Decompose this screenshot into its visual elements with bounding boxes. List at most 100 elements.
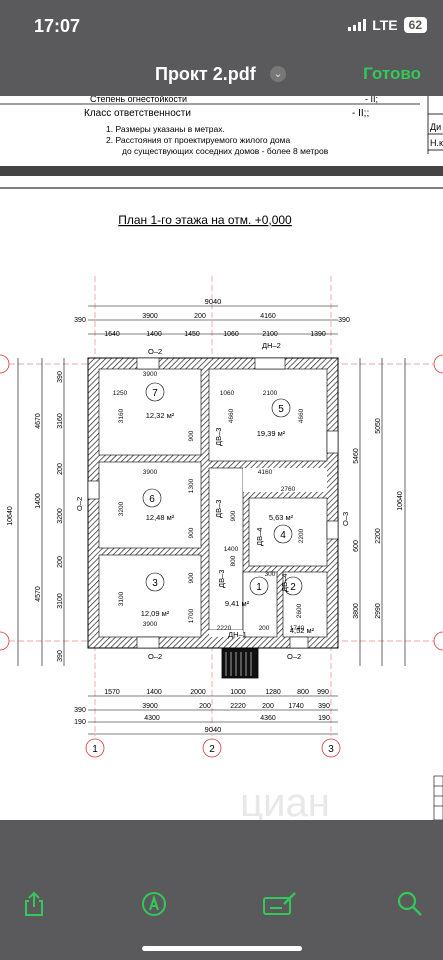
- svg-text:О–2: О–2: [148, 347, 162, 356]
- status-bar: 17:07 LTE 62: [0, 0, 443, 50]
- svg-text:4,52 м²: 4,52 м²: [290, 626, 315, 635]
- done-button[interactable]: Готово: [363, 64, 421, 83]
- search-icon[interactable]: [396, 890, 424, 918]
- svg-text:4360: 4360: [260, 715, 276, 722]
- svg-text:390: 390: [57, 371, 64, 383]
- pdf-page[interactable]: Степень огнестойкости - II; Класс ответс…: [0, 96, 443, 820]
- svg-text:7: 7: [152, 388, 158, 399]
- svg-text:О–2: О–2: [148, 652, 162, 661]
- svg-text:3800: 3800: [353, 603, 360, 619]
- svg-text:3160: 3160: [57, 413, 64, 429]
- share-icon[interactable]: [20, 890, 48, 918]
- dim-right-b: 5460 600 3800: [353, 448, 360, 619]
- svg-text:600: 600: [353, 540, 360, 552]
- svg-text:1: 1: [256, 582, 262, 593]
- svg-text:О–2: О–2: [287, 652, 301, 661]
- dim-top-total: 9040: [205, 297, 222, 306]
- axis-markers: 1 2 3: [0, 354, 443, 758]
- svg-text:5: 5: [278, 404, 284, 415]
- room-7: 7 12,32 м²: [145, 382, 175, 420]
- svg-text:3900: 3900: [143, 469, 158, 476]
- svg-text:390: 390: [74, 317, 86, 324]
- dim-right-total: 10640: [397, 491, 404, 511]
- svg-text:5,63 м²: 5,63 м²: [269, 513, 294, 522]
- svg-text:200: 200: [262, 703, 274, 710]
- bottom-dimensions: [88, 695, 338, 735]
- header-note1: 1. Размеры указаны в метрах.: [106, 124, 225, 134]
- svg-text:1390: 1390: [310, 331, 326, 338]
- svg-text:390: 390: [74, 707, 86, 714]
- svg-text:О–3: О–3: [341, 512, 350, 526]
- svg-text:900: 900: [230, 510, 237, 521]
- watermark-logo: циан: [240, 781, 330, 820]
- floor-plan-drawing: Степень огнестойкости - II; Класс ответс…: [0, 96, 443, 820]
- markup-icon[interactable]: [140, 890, 168, 918]
- svg-text:200: 200: [57, 463, 64, 475]
- dim-bottom-row1: 1570 1400 2000 1000 1280 800 990: [104, 689, 329, 696]
- svg-text:200: 200: [199, 703, 211, 710]
- svg-text:ДН–1: ДН–1: [228, 630, 247, 639]
- svg-text:4660: 4660: [298, 408, 305, 423]
- svg-text:1280: 1280: [265, 689, 281, 696]
- svg-text:12,09 м²: 12,09 м²: [141, 609, 170, 618]
- stamp-cell-2: Н.к: [430, 138, 443, 148]
- svg-text:4670: 4670: [35, 413, 42, 429]
- dim-left-a: 390 3160 200 3200 200 3100 390: [57, 371, 64, 662]
- svg-text:900: 900: [188, 430, 195, 441]
- battery-icon: 62: [403, 17, 427, 33]
- svg-text:4160: 4160: [260, 313, 276, 320]
- document-title[interactable]: Прокт 2.pdf: [155, 64, 256, 84]
- svg-text:3: 3: [152, 578, 158, 589]
- svg-text:390: 390: [318, 703, 330, 710]
- svg-text:3900: 3900: [143, 621, 158, 628]
- plan-title: План 1-го этажа на отм. +0,000: [118, 213, 292, 227]
- stamp-grid: [433, 775, 443, 820]
- signature-icon[interactable]: [262, 890, 298, 918]
- dim-bottom-row2: 390 3900 200 2220 200 1740 390: [74, 703, 330, 714]
- svg-text:4: 4: [280, 530, 286, 541]
- header-row1-label: Степень огнестойкости: [90, 96, 187, 104]
- room-3: 3 12,09 м²: [141, 572, 170, 618]
- svg-text:390: 390: [338, 317, 350, 324]
- home-indicator[interactable]: [142, 946, 302, 951]
- opening-labels: О–2 ДН–2 О–2 О–3 О–2 О–2 ДН–1 ДВ–3 ДВ–3 …: [75, 341, 350, 661]
- svg-text:2760: 2760: [281, 486, 296, 493]
- svg-text:2100: 2100: [263, 390, 278, 397]
- svg-text:1570: 1570: [104, 689, 120, 696]
- rooms: 7 12,32 м² 5 19,39 м² 6 12,48 м² 4 5,63 …: [141, 382, 315, 635]
- svg-text:1000: 1000: [230, 689, 246, 696]
- svg-text:3: 3: [328, 744, 334, 755]
- chevron-down-icon[interactable]: ⌄: [270, 66, 286, 82]
- dim-right-a: 5050 2200 2990: [375, 418, 382, 619]
- svg-text:1400: 1400: [146, 331, 162, 338]
- svg-text:12,32 м²: 12,32 м²: [146, 411, 175, 420]
- svg-text:1640: 1640: [104, 331, 120, 338]
- svg-text:390: 390: [57, 650, 64, 662]
- nav-bar: Прокт 2.pdf ⌄ Готово: [0, 50, 443, 96]
- svg-text:1060: 1060: [220, 390, 235, 397]
- svg-text:2: 2: [209, 744, 215, 755]
- svg-text:6: 6: [149, 494, 155, 505]
- svg-text:1400: 1400: [35, 493, 42, 509]
- status-time: 17:07: [34, 16, 81, 36]
- status-indicators: LTE 62: [348, 17, 427, 33]
- svg-text:200: 200: [194, 313, 206, 320]
- svg-text:4300: 4300: [144, 715, 160, 722]
- top-dimensions: [88, 305, 338, 335]
- svg-text:800: 800: [230, 555, 237, 566]
- header-note2: 2. Расстояния от проектируемого жилого д…: [106, 135, 290, 145]
- svg-text:300: 300: [265, 571, 276, 578]
- svg-text:900: 900: [188, 527, 195, 538]
- svg-text:4660: 4660: [228, 408, 235, 423]
- stamp-cell-1: Ди: [430, 122, 441, 132]
- svg-text:190: 190: [74, 719, 86, 726]
- header-row1-value: - II;: [365, 96, 378, 104]
- svg-text:1740: 1740: [290, 625, 305, 632]
- svg-text:3100: 3100: [57, 593, 64, 609]
- svg-text:1400: 1400: [146, 689, 162, 696]
- svg-text:990: 990: [317, 689, 329, 696]
- svg-text:900: 900: [188, 572, 195, 583]
- svg-text:2: 2: [290, 582, 296, 593]
- svg-text:1700: 1700: [188, 608, 195, 623]
- svg-text:2100: 2100: [262, 331, 278, 338]
